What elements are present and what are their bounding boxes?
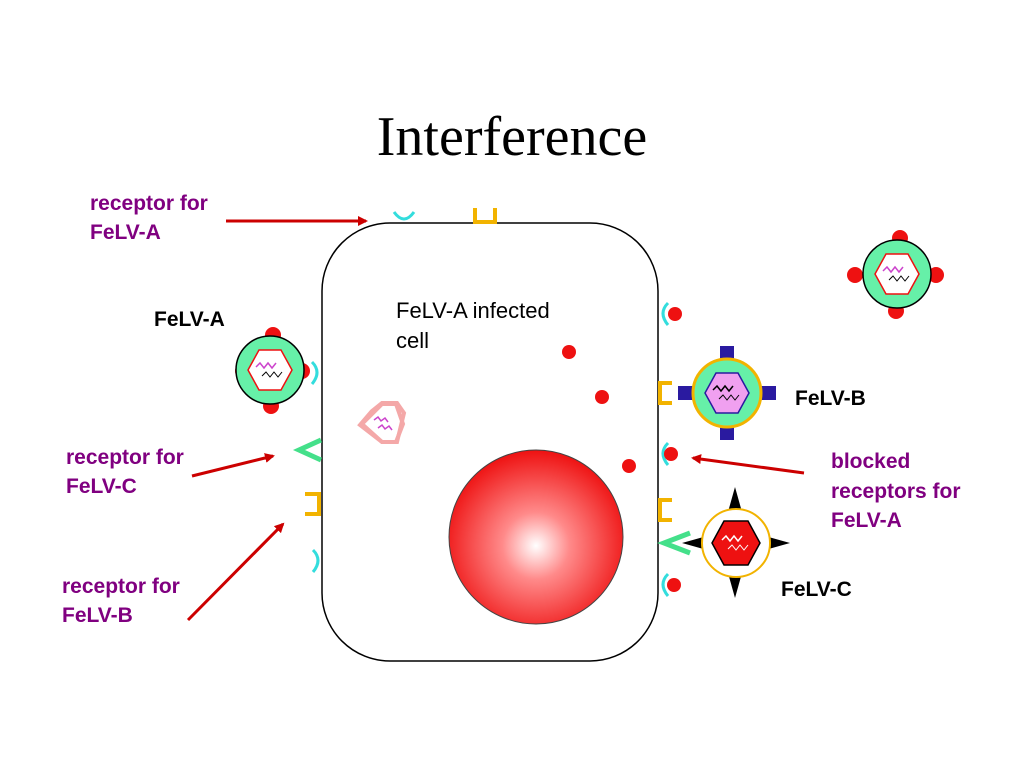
label-receptor-a-line1: receptor for	[90, 192, 208, 215]
cell-label-line2: cell	[396, 328, 429, 353]
arrow-receptor-b	[186, 522, 285, 622]
label-blocked-line2: receptors for	[831, 480, 961, 503]
envelope-protein-dot	[622, 459, 636, 473]
virus-felv-b	[678, 346, 776, 440]
receptor-b-right-2	[658, 498, 672, 522]
arrow-receptor-c	[191, 453, 275, 478]
label-virus-c: FeLV-C	[781, 578, 852, 601]
virus-felv-a-right	[847, 230, 944, 319]
label-receptor-b-line2: FeLV-B	[62, 604, 133, 627]
blocking-protein-dot	[664, 447, 678, 461]
arrow-blocked-receptors	[691, 454, 805, 475]
viral-rna-icon	[712, 384, 734, 393]
receptor-c-left	[292, 437, 323, 463]
receptor-b-right	[658, 381, 672, 405]
slide-title: Interference	[377, 106, 647, 168]
label-receptor-c-line2: FeLV-C	[66, 475, 137, 498]
nucleus	[448, 449, 624, 625]
viral-rna-icon	[882, 265, 904, 274]
receptor-a-left	[310, 360, 319, 385]
receptor-a-top	[392, 211, 416, 221]
cell-label-line1: FeLV-A infected	[396, 298, 550, 323]
envelope-protein-dot	[595, 390, 609, 404]
viral-rna-icon	[255, 361, 277, 370]
label-blocked-line3: FeLV-A	[831, 509, 902, 532]
blocking-protein-dot	[667, 578, 681, 592]
label-blocked-line1: blocked	[831, 450, 910, 473]
receptor-b-top	[473, 208, 497, 224]
viral-rna-icon	[373, 415, 389, 423]
receptor-b-left	[305, 492, 321, 516]
label-receptor-a-line2: FeLV-A	[90, 221, 161, 244]
label-virus-b: FeLV-B	[795, 387, 866, 410]
label-virus-a: FeLV-A	[154, 308, 225, 331]
receptor-a-left-2	[311, 548, 320, 573]
virus-felv-c	[682, 487, 790, 598]
intracellular-virus	[357, 401, 407, 444]
receptor-a-right-blocked-3	[661, 572, 670, 597]
receptor-c-right	[657, 530, 691, 556]
viral-rna-icon	[721, 534, 743, 543]
blocking-protein-dot	[668, 307, 682, 321]
virus-felv-a-left	[235, 327, 310, 414]
label-receptor-c-line1: receptor for	[66, 446, 184, 469]
receptor-a-right-blocked-2	[661, 441, 670, 466]
envelope-protein-dot	[562, 345, 576, 359]
receptor-a-right-blocked	[661, 301, 670, 326]
label-receptor-b-line1: receptor for	[62, 575, 180, 598]
